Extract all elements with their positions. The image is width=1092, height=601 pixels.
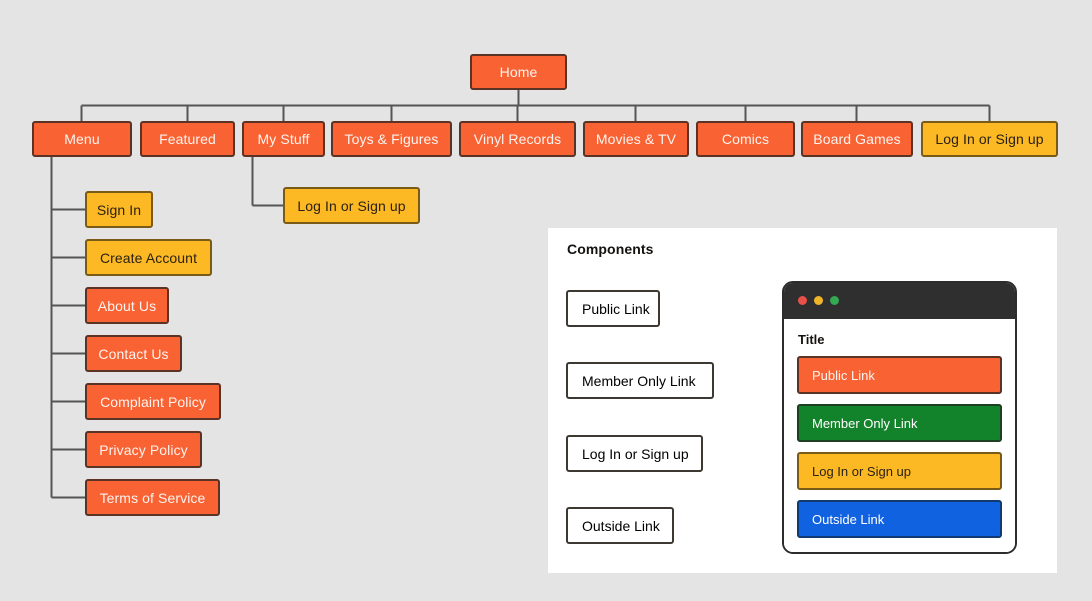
legend-label: Member Only Link xyxy=(582,372,696,389)
node-label: Contact Us xyxy=(98,345,169,362)
legend-label: Outside Link xyxy=(582,517,660,534)
node-movies-and-tv[interactable]: Movies & TV xyxy=(583,121,689,157)
node-privacy-policy[interactable]: Privacy Policy xyxy=(85,431,202,468)
node-label: Privacy Policy xyxy=(99,441,188,458)
node-label: Toys & Figures xyxy=(344,131,439,147)
mock-button-member-only-link[interactable]: Member Only Link xyxy=(797,404,1002,442)
node-label: Sign In xyxy=(96,201,142,218)
browser-titlebar xyxy=(784,283,1015,319)
mock-button-label: Log In or Sign up xyxy=(812,463,912,479)
node-label: About Us xyxy=(97,297,157,314)
mock-button-public-link[interactable]: Public Link xyxy=(797,356,1002,394)
node-sign-in[interactable]: Sign In xyxy=(85,191,153,228)
close-dot-icon[interactable] xyxy=(798,296,807,305)
node-label: Movies & TV xyxy=(595,131,677,147)
legend-public-link[interactable]: Public Link xyxy=(566,290,660,327)
legend-member-only-link[interactable]: Member Only Link xyxy=(566,362,714,399)
node-label: Comics xyxy=(721,131,770,147)
node-board-games[interactable]: Board Games xyxy=(801,121,913,157)
components-heading: Components xyxy=(567,241,654,257)
node-toys-and-figures[interactable]: Toys & Figures xyxy=(331,121,452,157)
node-contact-us[interactable]: Contact Us xyxy=(85,335,182,372)
node-label: Menu xyxy=(64,131,100,147)
node-vinyl-records[interactable]: Vinyl Records xyxy=(459,121,576,157)
minimize-dot-icon[interactable] xyxy=(814,296,823,305)
components-panel: Components Public Link Member Only Link … xyxy=(548,228,1057,573)
node-about-us[interactable]: About Us xyxy=(85,287,169,324)
mock-button-label: Outside Link xyxy=(812,511,885,527)
node-label: Complaint Policy xyxy=(100,393,206,410)
node-label: Vinyl Records xyxy=(473,131,562,147)
node-my-stuff-log-in-or-sign-up[interactable]: Log In or Sign up xyxy=(283,187,420,224)
node-label: Home xyxy=(499,64,538,80)
node-create-account[interactable]: Create Account xyxy=(85,239,212,276)
maximize-dot-icon[interactable] xyxy=(830,296,839,305)
browser-page-title: Title xyxy=(798,332,825,347)
node-terms-of-service[interactable]: Terms of Service xyxy=(85,479,220,516)
browser-mockup: Title Public Link Member Only Link Log I… xyxy=(782,281,1017,554)
node-label: My Stuff xyxy=(257,131,310,147)
node-label: Log In or Sign up xyxy=(297,197,406,214)
mock-button-outside-link[interactable]: Outside Link xyxy=(797,500,1002,538)
node-label: Create Account xyxy=(99,249,198,266)
legend-label: Log In or Sign up xyxy=(582,445,689,462)
node-featured[interactable]: Featured xyxy=(140,121,235,157)
mock-button-label: Public Link xyxy=(812,367,875,383)
legend-log-in-or-sign-up[interactable]: Log In or Sign up xyxy=(566,435,703,472)
node-label: Board Games xyxy=(813,131,901,147)
node-menu[interactable]: Menu xyxy=(32,121,132,157)
browser-body: Title Public Link Member Only Link Log I… xyxy=(784,319,1015,552)
node-comics[interactable]: Comics xyxy=(696,121,795,157)
node-home[interactable]: Home xyxy=(470,54,567,90)
legend-label: Public Link xyxy=(582,300,650,317)
node-log-in-or-sign-up-top[interactable]: Log In or Sign up xyxy=(921,121,1058,157)
legend-outside-link[interactable]: Outside Link xyxy=(566,507,674,544)
node-complaint-policy[interactable]: Complaint Policy xyxy=(85,383,221,420)
node-label: Featured xyxy=(159,131,216,147)
node-my-stuff[interactable]: My Stuff xyxy=(242,121,325,157)
mock-button-label: Member Only Link xyxy=(812,415,918,431)
mock-button-log-in-or-sign-up[interactable]: Log In or Sign up xyxy=(797,452,1002,490)
node-label: Terms of Service xyxy=(99,489,206,506)
node-label: Log In or Sign up xyxy=(935,131,1044,147)
